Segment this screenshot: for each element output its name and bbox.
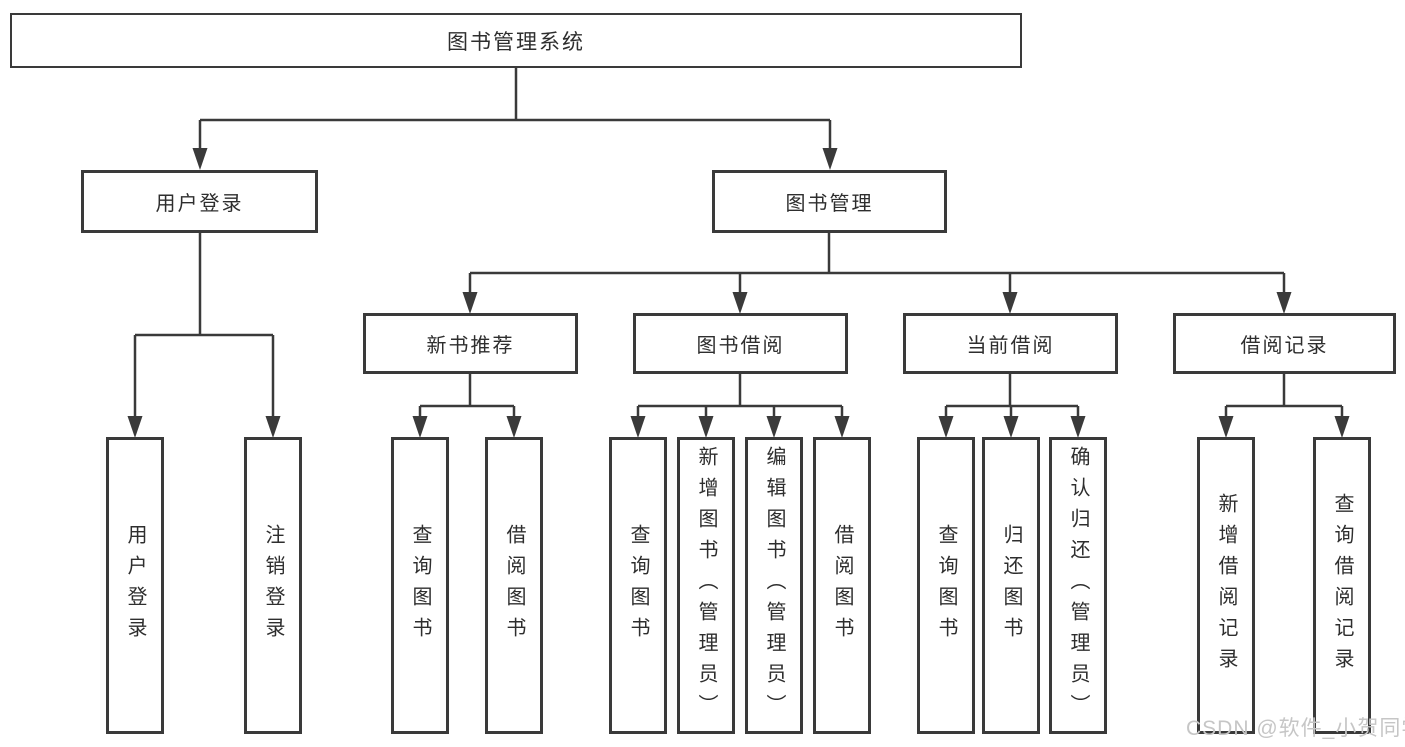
csdn-watermark: CSDN @软件_小贺同学 — [1186, 717, 1405, 740]
leaf-edit-book-admin: 编辑图书（管理员） — [745, 437, 803, 734]
node-borrow-records: 借阅记录 — [1173, 313, 1396, 374]
leaf-add-book-admin: 新增图书（管理员） — [677, 437, 735, 734]
node-book-management: 图书管理 — [712, 170, 947, 233]
arrowheads — [127, 148, 1350, 438]
node-current-borrow: 当前借阅 — [903, 313, 1118, 374]
node-new-book-recommend: 新书推荐 — [363, 313, 578, 374]
leaf-query-books-1: 查询图书 — [391, 437, 449, 734]
leaf-logout: 注销登录 — [244, 437, 302, 734]
node-root-library-system: 图书管理系统 — [10, 13, 1022, 68]
leaf-query-books-3: 查询图书 — [917, 437, 975, 734]
node-user-login: 用户登录 — [81, 170, 318, 233]
leaf-borrow-books-2: 借阅图书 — [813, 437, 871, 734]
leaf-user-login: 用户登录 — [106, 437, 164, 734]
leaf-return-book: 归还图书 — [982, 437, 1040, 734]
leaf-query-borrow-record: 查询借阅记录 — [1313, 437, 1371, 734]
node-book-borrow: 图书借阅 — [633, 313, 848, 374]
leaf-query-books-2: 查询图书 — [609, 437, 667, 734]
leaf-confirm-return-admin: 确认归还（管理员） — [1049, 437, 1107, 734]
leaf-add-borrow-record: 新增借阅记录 — [1197, 437, 1255, 734]
leaf-borrow-books-1: 借阅图书 — [485, 437, 543, 734]
